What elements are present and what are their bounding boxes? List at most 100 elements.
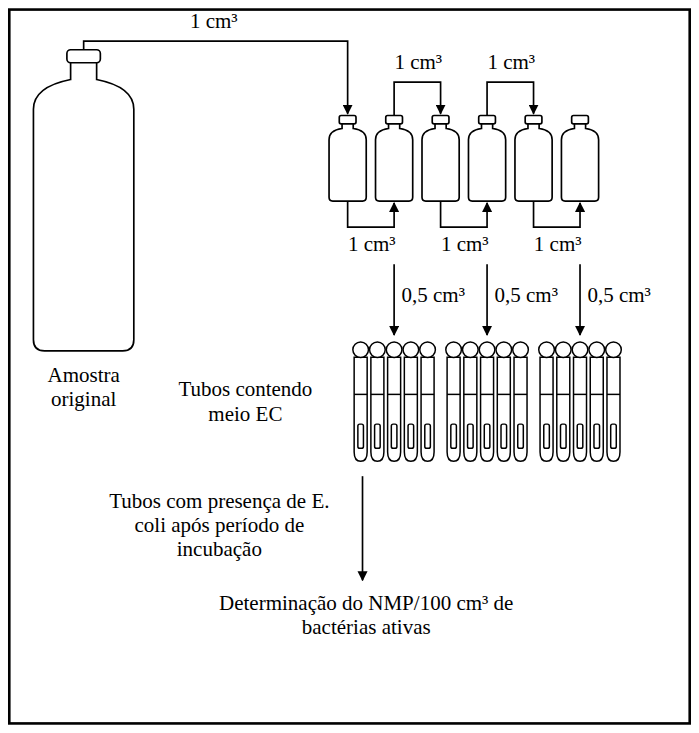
tube-cap [606, 342, 622, 358]
frame [9, 10, 689, 724]
bottle-cap [479, 116, 496, 124]
volume-label: 0,5 cm³ [402, 283, 484, 307]
durham-tube [544, 424, 550, 448]
durham-tube [451, 424, 457, 448]
durham-tube [468, 424, 474, 448]
tube-cap [496, 342, 512, 358]
bottle-cap [386, 116, 403, 124]
sample-label: Amostra original [26, 363, 141, 411]
tube-cap [370, 342, 386, 358]
transfer-arrow [348, 201, 394, 227]
medium-level [590, 394, 603, 395]
tube-cap [463, 342, 479, 358]
volume-label: 0,5 cm³ [495, 283, 577, 307]
sample-bottle: Amostra original [26, 46, 141, 436]
inoculation-arrow [393, 264, 395, 335]
test-tube [557, 357, 570, 461]
durham-tube [501, 424, 507, 448]
dilution-bottle [422, 123, 459, 201]
test-tube [464, 357, 477, 461]
test-tube [514, 357, 527, 461]
durham-tube [577, 424, 583, 448]
durham-tube [594, 424, 600, 448]
medium-level [497, 394, 510, 395]
test-tube [481, 357, 494, 461]
transfer-arrow [441, 201, 487, 227]
durham-tube [518, 424, 524, 448]
bottle-cap [525, 116, 542, 124]
bottle-cap [339, 116, 356, 124]
tube-cap [420, 342, 436, 358]
tube-cap [403, 342, 419, 358]
tube-cap [353, 342, 369, 358]
volume-label: 1 cm³ [428, 232, 502, 256]
tube-cap [479, 342, 495, 358]
durham-tube [561, 424, 567, 448]
medium-level [421, 394, 434, 395]
tube-cap [386, 342, 402, 358]
test-tube [574, 357, 587, 461]
medium-level [447, 394, 460, 395]
result-label: Determinação do NMP/100 cm³ de bactérias… [208, 591, 524, 639]
transfer-arrow [534, 201, 580, 227]
medium-level [481, 394, 494, 395]
dilution-bottle [468, 123, 505, 201]
inoculation-arrow [486, 264, 488, 335]
medium-level [371, 394, 384, 395]
medium-level [404, 394, 417, 395]
dilution-bottle [376, 123, 413, 201]
bottle-outline [26, 46, 141, 353]
incubation-note: Tubos com presença de E. coli após perío… [93, 489, 346, 561]
medium-level [607, 394, 620, 395]
test-tube [590, 357, 603, 461]
transfer-arrows [84, 41, 580, 580]
durham-tube [391, 424, 397, 448]
medium-level [540, 394, 553, 395]
medium-level [464, 394, 477, 395]
medium-level [388, 394, 401, 395]
tubes-label: Tubos contendo meio EC [156, 377, 334, 425]
test-tube [354, 357, 367, 461]
test-tube [447, 357, 460, 461]
durham-tube [484, 424, 490, 448]
durham-tube [408, 424, 414, 448]
tube-cap [539, 342, 555, 358]
volume-label: 1 cm³ [521, 232, 595, 256]
volume-label: 1 cm³ [177, 9, 251, 33]
tube-cap [446, 342, 462, 358]
dilution-bottle [561, 123, 598, 201]
inoculation-arrow [579, 264, 581, 335]
bottle-body [33, 61, 133, 351]
test-tube [607, 357, 620, 461]
test-tube [388, 357, 401, 461]
volume-label: 1 cm³ [474, 50, 548, 74]
medium-level [574, 394, 587, 395]
test-tube [497, 357, 510, 461]
dilution-bottles [329, 116, 599, 202]
bottle-cap [432, 116, 449, 124]
dilution-bottle [515, 123, 552, 201]
durham-tube [425, 424, 431, 448]
test-tube [540, 357, 553, 461]
tube-cap [555, 342, 571, 358]
transfer-arrow [487, 82, 533, 115]
medium-level [354, 394, 367, 395]
bottle-cap [572, 116, 589, 124]
test-tube [404, 357, 417, 461]
ec-tubes [353, 342, 621, 461]
test-tube [371, 357, 384, 461]
durham-tube [611, 424, 617, 448]
bottle-cap [67, 50, 100, 63]
transfer-arrow [394, 82, 440, 115]
medium-level [557, 394, 570, 395]
durham-tube [375, 424, 381, 448]
medium-level [514, 394, 527, 395]
volume-label: 1 cm³ [335, 232, 409, 256]
dilution-bottle [329, 123, 366, 201]
tube-cap [572, 342, 588, 358]
result-arrow [362, 476, 364, 580]
volume-label: 0,5 cm³ [587, 283, 680, 307]
test-tube [421, 357, 434, 461]
tube-cap [513, 342, 529, 358]
